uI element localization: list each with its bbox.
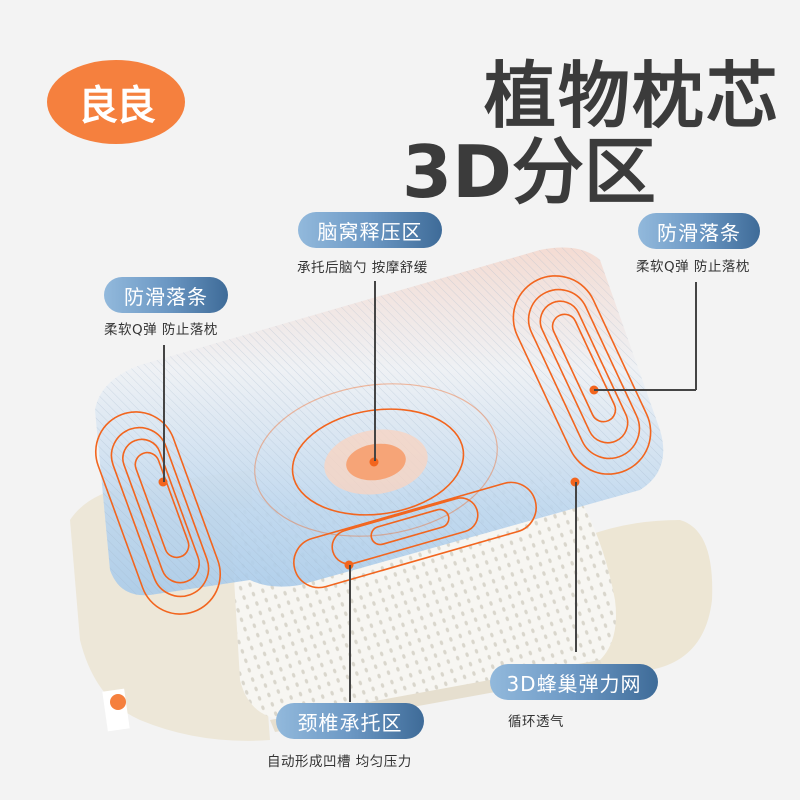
left-strip-contours — [94, 411, 222, 615]
left-strip-dot — [158, 477, 168, 487]
neck-zone-desc: 自动形成凹槽 均匀压力 — [267, 754, 412, 770]
zone-markers — [158, 385, 599, 570]
right-strip-leader-v — [695, 282, 697, 390]
right-strip-label: 防滑落条 — [638, 213, 760, 249]
neck-zone-leader — [349, 565, 351, 702]
head-zone-desc: 承托后脑勺 按摩舒缓 — [297, 260, 428, 276]
headline-line2: 3D分区 — [402, 130, 656, 214]
neck-zone-label: 颈椎承托区 — [276, 703, 424, 739]
left-strip-desc: 柔软Q弹 防止落枕 — [104, 322, 218, 338]
mesh-leader — [575, 482, 577, 652]
brand-logo-text: 良良 — [78, 83, 156, 129]
headline-line1: 植物枕芯 — [484, 54, 781, 138]
head-zone-dot — [369, 457, 379, 467]
mesh-desc: 循环透气 — [508, 714, 564, 730]
right-strip-desc: 柔软Q弹 防止落枕 — [636, 259, 750, 275]
left-strip-leader — [163, 345, 165, 482]
neck-zone-contours — [293, 481, 537, 589]
mesh-label: 3D蜂巢弹力网 — [490, 664, 658, 700]
pillow-tag — [102, 688, 130, 732]
left-strip-label: 防滑落条 — [104, 277, 228, 313]
brand-logo: 良良 — [47, 60, 185, 144]
right-strip-leader-h — [594, 389, 696, 391]
right-strip-contours — [512, 275, 652, 475]
head-zone-leader — [374, 281, 376, 461]
head-zone-label: 脑窝释压区 — [298, 212, 442, 248]
zone-overlay — [95, 247, 664, 596]
